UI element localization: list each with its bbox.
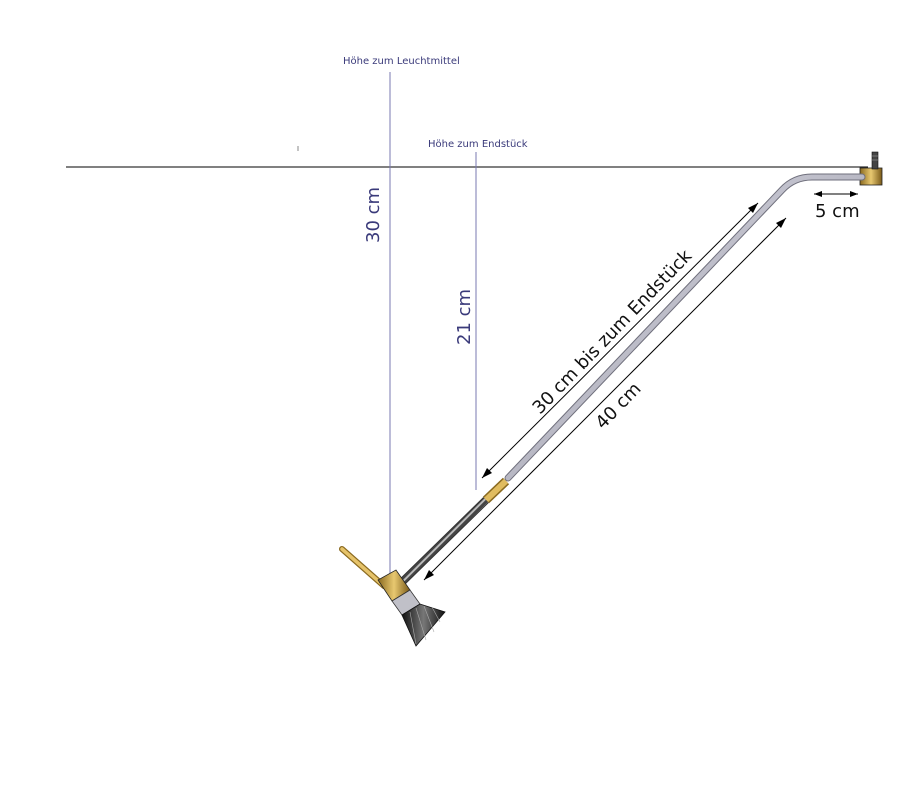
- label-height-bulb: Höhe zum Leuchtmittel: [343, 56, 460, 67]
- dimension-30-vertical: 30 cm: [363, 187, 384, 243]
- dimension-30-to-endpiece: [481, 202, 759, 479]
- lamp-shade: [401, 603, 446, 647]
- ceiling-mount: [859, 151, 883, 186]
- dimension-40: [423, 217, 787, 581]
- dimension-5: [814, 191, 858, 197]
- label-5: 5 cm: [815, 201, 860, 222]
- lamp-arm-tube: [504, 173, 866, 482]
- dimension-21-vertical: 21 cm: [454, 289, 475, 345]
- label-height-endpiece: Höhe zum Endstück: [428, 139, 528, 150]
- lamp-head: [339, 546, 446, 647]
